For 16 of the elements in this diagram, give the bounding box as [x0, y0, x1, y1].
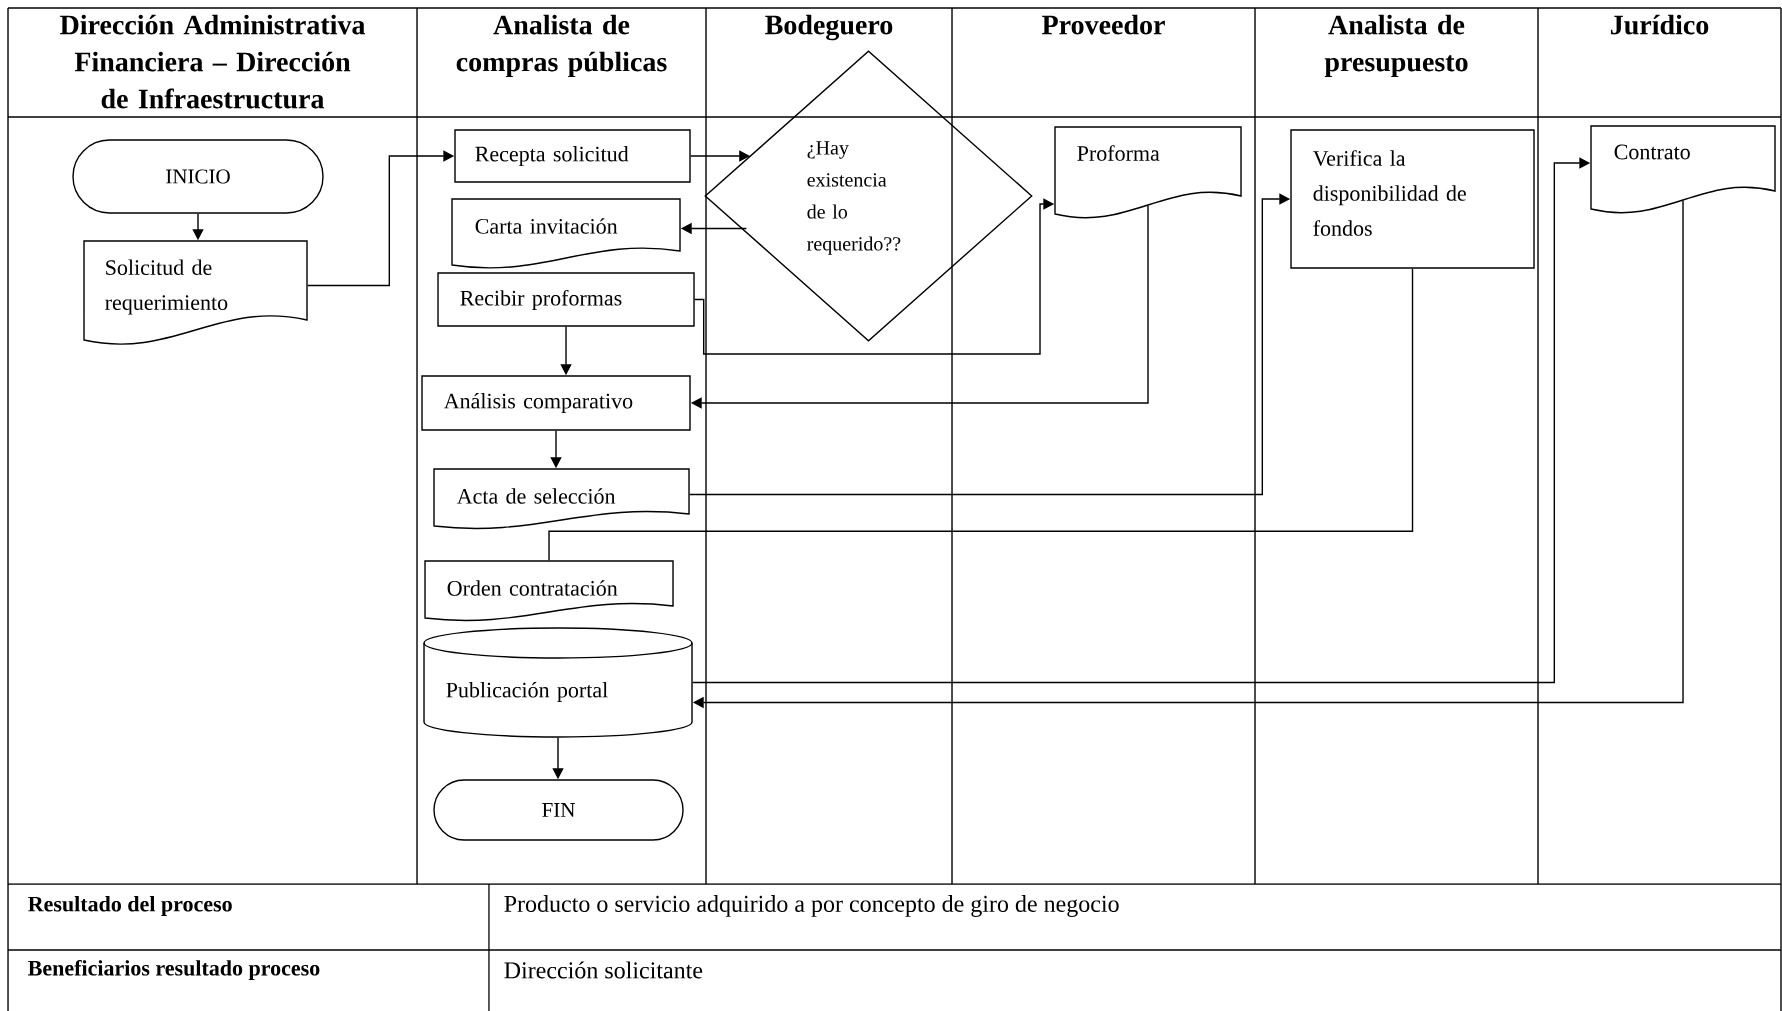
process-box: Recepta solicitud — [454, 129, 691, 183]
process-box: Análisis comparativo — [421, 375, 691, 431]
node-label: Publicación portal — [446, 682, 608, 702]
row-header: Resultado del proceso — [28, 896, 232, 916]
lane-header: Jurídico — [1610, 14, 1709, 35]
cell-text: Dirección solicitante — [504, 961, 703, 979]
lane-header: Analista de compras públicas — [456, 14, 667, 78]
cell-text: Producto o servicio adquirido a por concepto de giro de negocio — [504, 895, 1119, 917]
row-header: Beneficiarios resultado proceso — [28, 959, 320, 981]
database-cylinder: Publicación portal — [423, 627, 693, 738]
connector-line — [548, 268, 1414, 561]
lane-header: Analista de presupuesto — [1324, 14, 1468, 78]
lane-header: Proveedor — [1042, 14, 1165, 35]
process-box: Verifica la disponibilidad de fondos — [1290, 129, 1535, 269]
lane-header: Dirección Administrativa Financiera – Dirección de Infraestructura — [60, 14, 366, 109]
process-box: Recibir proformas — [437, 272, 695, 327]
